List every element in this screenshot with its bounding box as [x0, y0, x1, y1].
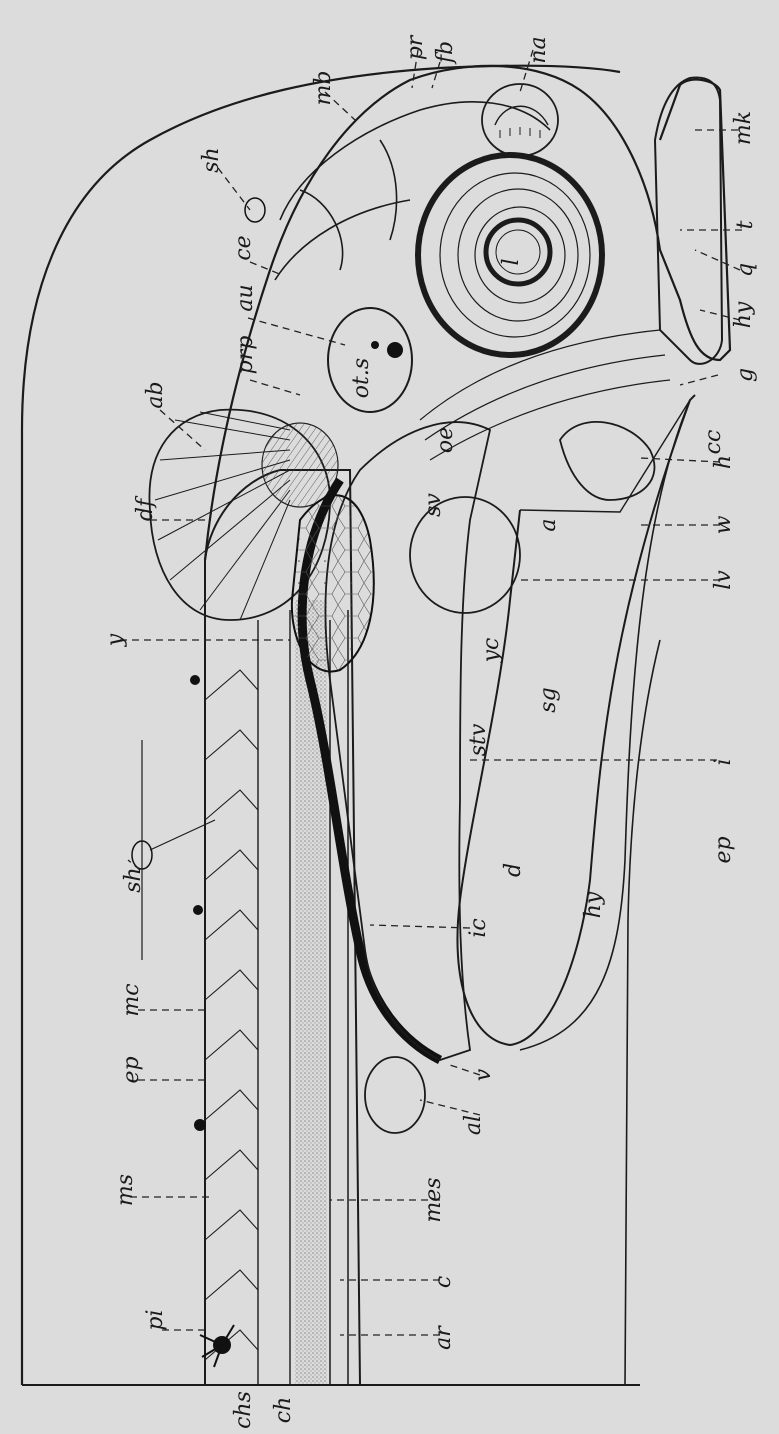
label-l: l — [499, 258, 524, 265]
label-ot: ot.s — [349, 358, 374, 398]
label-yc: yc — [479, 638, 504, 664]
label-sg: sg — [536, 687, 561, 712]
label-al: al — [461, 1115, 486, 1135]
label-mes: mes — [421, 1177, 446, 1222]
label-c: c — [431, 1276, 456, 1288]
label-au: au — [233, 284, 258, 311]
label-t: t — [733, 220, 758, 229]
label-a: a — [536, 518, 561, 531]
label-ep-left: ep — [119, 1056, 144, 1083]
label-y: y — [103, 633, 128, 647]
label-hy-top: hy — [731, 301, 756, 328]
label-sv: sv — [421, 493, 446, 517]
label-d: d — [501, 863, 526, 877]
label-df: df — [133, 495, 158, 521]
label-chs: chs — [231, 1391, 256, 1429]
label-hy-bottom: hy — [581, 891, 606, 918]
label-mb: mb — [311, 71, 336, 106]
label-lv: lv — [711, 570, 736, 590]
label-ce: ce — [231, 235, 256, 260]
label-i: i — [711, 758, 736, 765]
yolk-reticulum — [292, 495, 374, 671]
label-w: w — [711, 515, 736, 534]
label-mk: mk — [731, 111, 756, 145]
label-ch: ch — [271, 1397, 296, 1424]
label-prp: prp — [233, 336, 258, 375]
label-ar: ar — [431, 1325, 456, 1350]
label-v: v — [471, 1068, 496, 1081]
label-h: h — [711, 455, 736, 469]
label-pi: pi — [143, 1309, 168, 1330]
label-ms: ms — [113, 1174, 138, 1206]
label-pr: pr — [403, 34, 428, 60]
label-ab: ab — [143, 381, 168, 408]
label-sh-top: sh — [199, 147, 224, 172]
label-ic: ic — [466, 918, 491, 937]
label-na: na — [526, 36, 551, 63]
label-stv: stv — [466, 723, 491, 756]
otolith — [387, 342, 403, 358]
label-sh-mid: sh — [121, 867, 146, 892]
label-q: q — [733, 263, 758, 277]
label-g: g — [733, 368, 758, 382]
label-fb: fb — [433, 41, 458, 65]
label-mc: mc — [119, 983, 144, 1016]
label-oe: oe — [433, 427, 458, 453]
label-ep-right: ep — [711, 836, 736, 863]
label-cc: cc — [701, 430, 726, 455]
